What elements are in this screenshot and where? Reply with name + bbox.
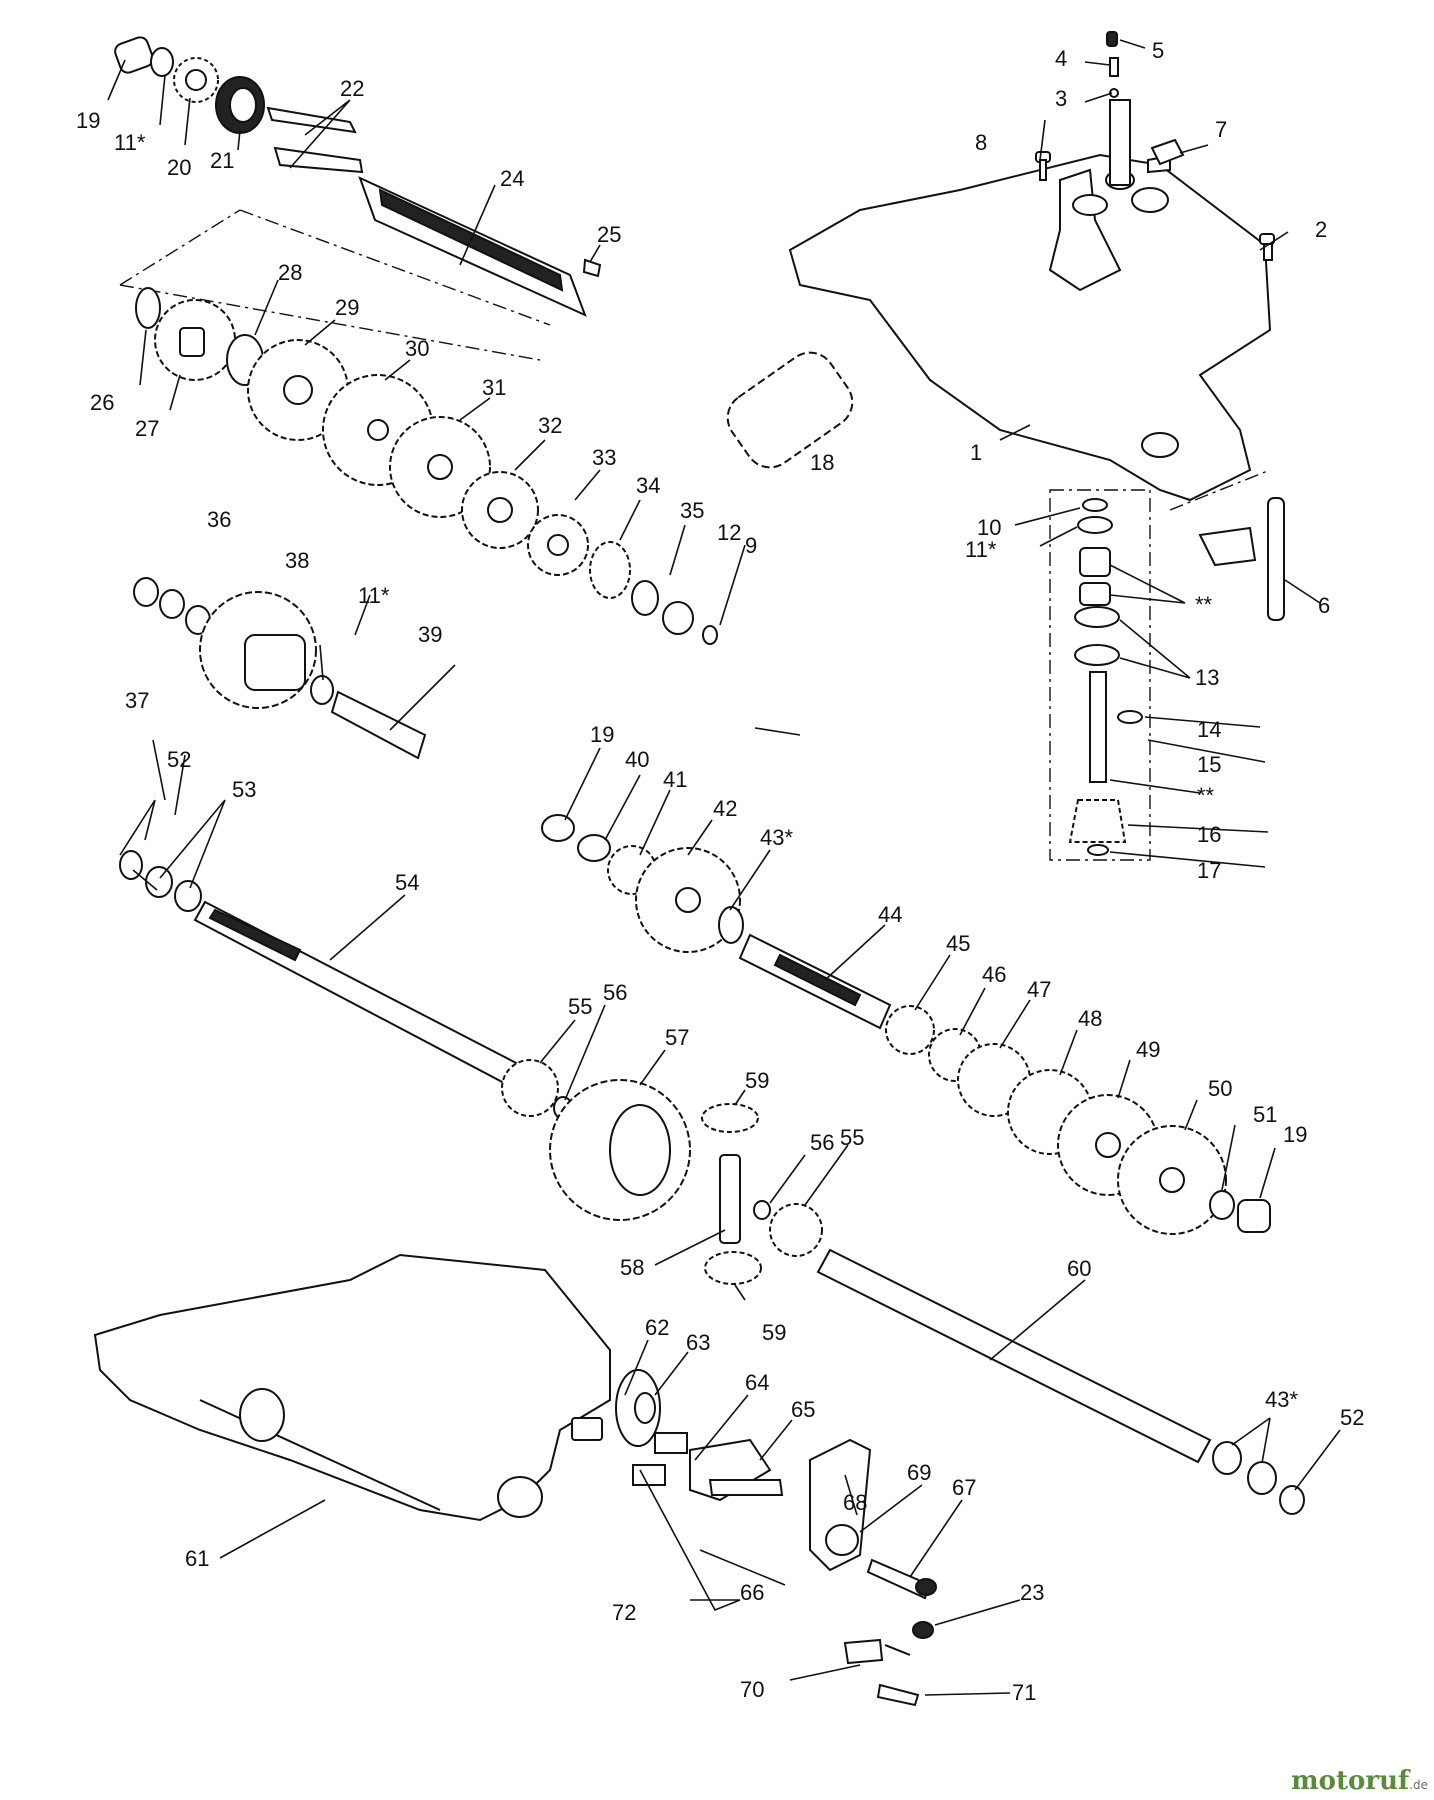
callout-40: 40 (625, 747, 649, 772)
callout-16: 16 (1197, 822, 1221, 847)
callout-56-left: 56 (603, 980, 627, 1005)
callout-55-left: 55 (568, 994, 592, 1019)
callout-9: 9 (745, 533, 757, 558)
callout-34: 34 (636, 473, 660, 498)
callout-11-middle: 11* (358, 583, 390, 608)
callout-12: 12 (717, 520, 741, 545)
callout-54: 54 (395, 870, 419, 895)
callout-70: 70 (740, 1677, 764, 1702)
callout-24: 24 (500, 166, 524, 191)
callout-33: 33 (592, 445, 616, 470)
callout-14: 14 (1197, 717, 1221, 742)
callout-55-right: 55 (840, 1125, 864, 1150)
callout-19-right: 19 (1283, 1122, 1307, 1147)
leader-lines (107, 39, 1341, 1696)
callout-72: 72 (612, 1600, 636, 1625)
callout-39: 39 (418, 622, 442, 647)
callout-63: 63 (686, 1330, 710, 1355)
cluster-gear-assembly (133, 577, 427, 760)
callout-17: 17 (1197, 858, 1221, 883)
brake-assembly (571, 1369, 937, 1707)
callout-19-upper: 19 (76, 108, 100, 133)
callout-65: 65 (791, 1397, 815, 1422)
callout-48: 48 (1078, 1006, 1102, 1031)
callout-58: 58 (620, 1255, 644, 1280)
callout-3: 3 (1055, 86, 1067, 111)
callout-double-star-lower: ** (1197, 783, 1215, 808)
callout-53: 53 (232, 777, 256, 802)
lower-housing (93, 1253, 611, 1522)
callout-35: 35 (680, 498, 704, 523)
callout-43-right: 43* (1265, 1387, 1298, 1412)
callout-7: 7 (1215, 117, 1227, 142)
callout-10: 10 (977, 515, 1001, 540)
callout-5: 5 (1152, 38, 1164, 63)
differential-assembly (501, 1059, 823, 1285)
callout-43-middle: 43* (760, 825, 793, 850)
callout-66: 66 (740, 1580, 764, 1605)
callout-69: 69 (907, 1460, 931, 1485)
callout-28: 28 (278, 260, 302, 285)
callout-double-star-upper: ** (1195, 592, 1213, 617)
callout-18: 18 (810, 450, 834, 475)
callout-21: 21 (210, 148, 234, 173)
callout-23: 23 (1020, 1580, 1044, 1605)
callout-1: 1 (970, 440, 982, 465)
callout-25: 25 (597, 222, 621, 247)
callout-2: 2 (1315, 217, 1327, 242)
callout-8: 8 (975, 130, 987, 155)
callout-13: 13 (1195, 665, 1219, 690)
callout-11-right: 11* (965, 537, 997, 562)
brand-watermark: motoruf.de (1291, 1766, 1428, 1796)
callout-47: 47 (1027, 977, 1051, 1002)
callout-61: 61 (185, 1546, 209, 1571)
callout-38: 38 (285, 548, 309, 573)
gear-stack-middle (541, 814, 1271, 1235)
callout-32: 32 (538, 413, 562, 438)
callout-30: 30 (405, 336, 429, 361)
callout-19-middle: 19 (590, 722, 614, 747)
brand-tld: .de (1409, 1778, 1428, 1792)
callout-49: 49 (1136, 1037, 1160, 1062)
brand-name: motoruf (1291, 1766, 1410, 1796)
callout-57: 57 (665, 1025, 689, 1050)
callout-45: 45 (946, 931, 970, 956)
callout-4: 4 (1055, 46, 1067, 71)
gear-stack-upper (135, 287, 718, 645)
callout-56-right: 56 (810, 1130, 834, 1155)
callout-6: 6 (1318, 593, 1330, 618)
callout-51: 51 (1253, 1102, 1277, 1127)
callout-15: 15 (1197, 752, 1221, 777)
callout-labels: 19 11* 20 21 22 24 25 26 27 28 29 30 31 … (76, 38, 1364, 1705)
callout-59-lower: 59 (762, 1320, 786, 1345)
callout-60: 60 (1067, 1256, 1091, 1281)
callout-22: 22 (340, 76, 364, 101)
callout-59-upper: 59 (745, 1068, 769, 1093)
callout-20: 20 (167, 155, 191, 180)
upper-housing (788, 99, 1272, 502)
callout-52-right: 52 (1340, 1405, 1364, 1430)
callout-36: 36 (207, 507, 231, 532)
callout-62: 62 (645, 1315, 669, 1340)
vertical-shaft-stack (1068, 498, 1143, 856)
parts-artwork (93, 31, 1305, 1707)
callout-37: 37 (125, 688, 149, 713)
callout-44: 44 (878, 902, 902, 927)
callout-67: 67 (952, 1475, 976, 1500)
callout-41: 41 (663, 767, 687, 792)
callout-46: 46 (982, 962, 1006, 987)
callout-52-left: 52 (167, 747, 191, 772)
callout-42: 42 (713, 796, 737, 821)
callout-64: 64 (745, 1370, 769, 1395)
callout-29: 29 (335, 295, 359, 320)
callout-50: 50 (1208, 1076, 1232, 1101)
callout-26: 26 (90, 390, 114, 415)
callout-68: 68 (843, 1490, 867, 1515)
callout-71: 71 (1012, 1680, 1036, 1705)
callout-11-upper: 11* (114, 130, 146, 155)
callout-31: 31 (482, 375, 506, 400)
callout-27: 27 (135, 416, 159, 441)
